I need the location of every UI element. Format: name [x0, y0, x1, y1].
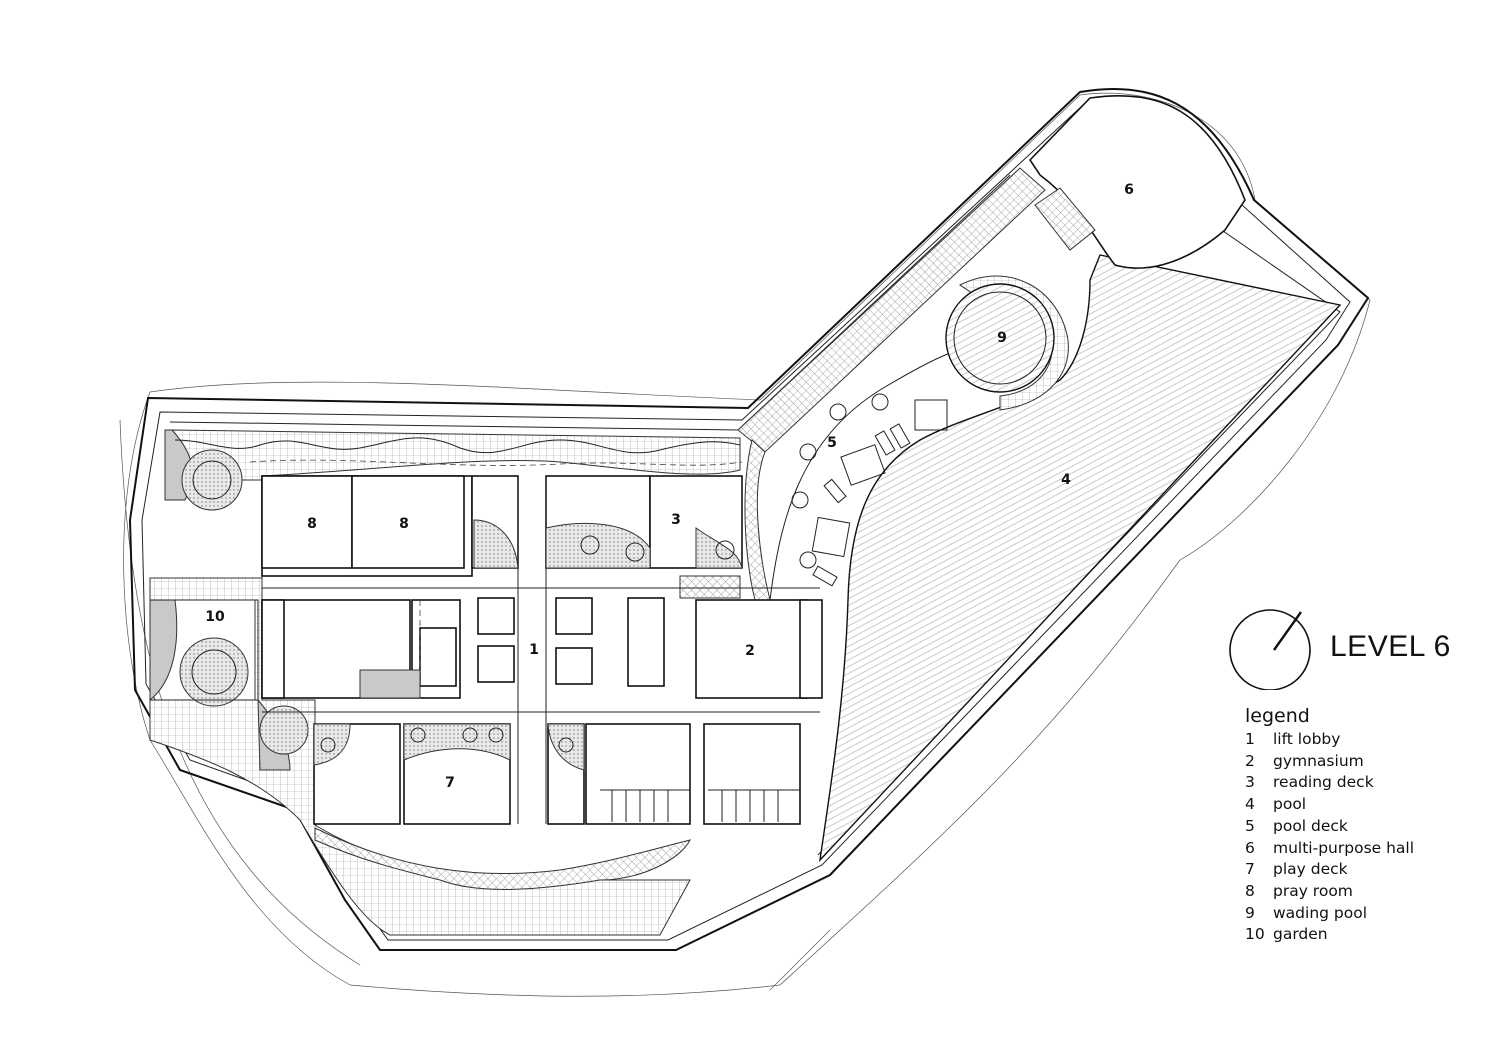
garden-area — [150, 599, 259, 701]
legend-label: gymnasium — [1273, 751, 1364, 770]
zone-label-gymnasium: 2 — [745, 643, 755, 659]
legend-key: 5 — [1245, 816, 1255, 835]
title-block: LEVEL 6 — [1228, 606, 1488, 696]
legend-item: 7 play deck — [1245, 859, 1485, 881]
legend-list: 1 lift lobby 2 gymnasium 3 reading deck 4 po… — [1245, 729, 1485, 946]
perimeter-paving — [149, 429, 743, 936]
zone-label-play-deck: 7 — [445, 775, 455, 791]
legend-item: 1 lift lobby — [1245, 729, 1485, 751]
legend-item: 8 pray room — [1245, 881, 1485, 903]
deck-planters — [791, 393, 889, 569]
zone-label-multi-purpose-hall: 6 — [1124, 182, 1134, 198]
legend-key: 7 — [1245, 860, 1255, 879]
legend-label: play deck — [1273, 860, 1348, 879]
level-title: LEVEL 6 — [1330, 630, 1451, 663]
zone-labels: 1 2 3 4 5 6 7 8 8 9 10 — [205, 182, 1134, 791]
multi-purpose-hall — [1028, 94, 1246, 269]
legend-item: 4 pool — [1245, 794, 1485, 816]
zone-label-pool: 4 — [1061, 472, 1071, 488]
legend-title: legend — [1245, 705, 1310, 727]
zone-label-pool-deck: 5 — [827, 435, 837, 451]
zone-label-lift-lobby: 1 — [529, 642, 539, 658]
zone-label-pray-room-a: 8 — [307, 516, 317, 532]
zone-label-wading-pool: 9 — [997, 330, 1007, 346]
legend-label: lift lobby — [1273, 730, 1341, 748]
legend-item: 6 multi-purpose hall — [1245, 838, 1485, 860]
legend-item: 3 reading deck — [1245, 772, 1485, 794]
legend-key: 8 — [1245, 881, 1255, 900]
legend-label: pool deck — [1273, 816, 1348, 835]
legend-item: 10 garden — [1245, 924, 1485, 946]
core-block — [261, 475, 823, 825]
wading-pool — [945, 275, 1069, 411]
legend-label: garden — [1273, 925, 1328, 944]
legend-label: reading deck — [1273, 773, 1374, 792]
legend: legend 1 lift lobby 2 gymnasium 3 reading d… — [1245, 705, 1485, 946]
legend-label: wading pool — [1273, 903, 1368, 922]
legend-label: pray room — [1273, 881, 1353, 900]
pool-deck — [769, 254, 1342, 863]
legend-key: 2 — [1245, 751, 1255, 770]
north-arrow-icon — [1229, 609, 1311, 690]
legend-label: pool — [1273, 795, 1307, 814]
legend-key: 6 — [1245, 838, 1255, 857]
legend-item: 5 pool deck — [1245, 816, 1485, 838]
zone-label-garden: 10 — [205, 609, 225, 625]
zone-label-pray-room-b: 8 — [399, 516, 409, 532]
zone-label-reading-deck: 3 — [671, 512, 681, 528]
legend-key: 1 — [1245, 730, 1255, 748]
legend-item: 9 wading pool — [1245, 903, 1485, 925]
legend-item: 2 gymnasium — [1245, 751, 1485, 773]
legend-key: 4 — [1245, 795, 1255, 814]
legend-label: multi-purpose hall — [1273, 838, 1415, 857]
legend-key: 10 — [1245, 925, 1265, 944]
legend-key: 9 — [1245, 903, 1255, 922]
legend-key: 3 — [1245, 773, 1255, 792]
